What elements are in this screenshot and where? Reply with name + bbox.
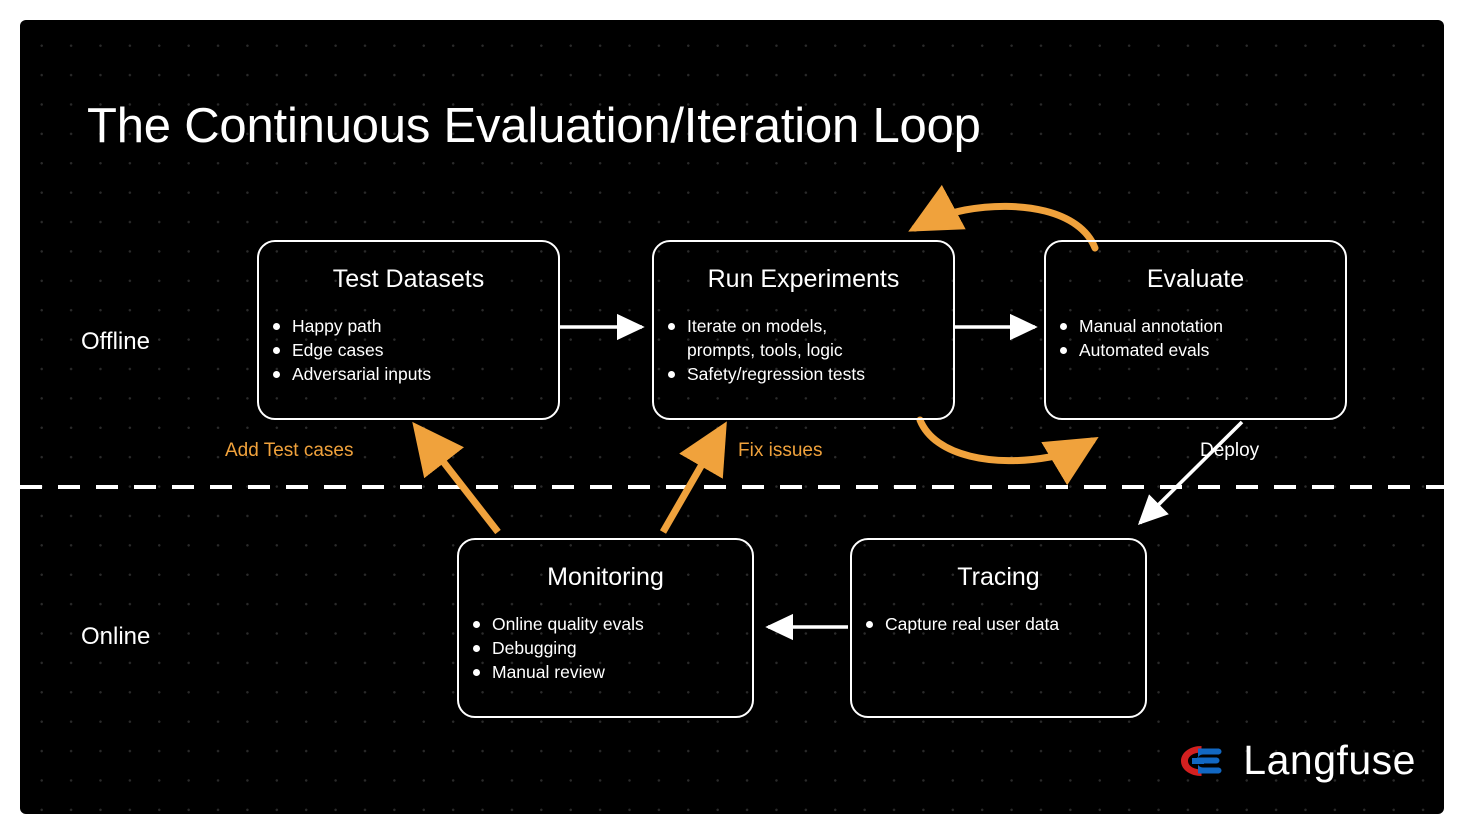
- list-item: Capture real user data: [861, 612, 1145, 636]
- list-item: Manual review: [468, 660, 752, 684]
- node-test-datasets[interactable]: Test Datasets Happy path Edge cases Adve…: [257, 240, 560, 420]
- langfuse-logo-icon: [1181, 745, 1222, 776]
- node-monitoring[interactable]: Monitoring Online quality evals Debuggin…: [457, 538, 754, 718]
- edge-label-deploy: Deploy: [1200, 440, 1260, 461]
- node-bullets-monitoring: Online quality evals Debugging Manual re…: [468, 612, 752, 684]
- edge-add-test-cases-monitoring-to-datasets: [412, 421, 501, 535]
- node-run-experiments[interactable]: Run Experiments Iterate on models, promp…: [652, 240, 955, 420]
- page-title: The Continuous Evaluation/Iteration Loop: [87, 99, 981, 153]
- list-item: Happy path: [268, 314, 558, 338]
- edge-deploy-evaluate-to-tracing: [1137, 420, 1244, 526]
- diagram-canvas: The Continuous Evaluation/Iteration Loop…: [20, 20, 1444, 814]
- node-bullets-evaluate: Manual annotation Automated evals: [1055, 314, 1345, 362]
- node-tracing[interactable]: Tracing Capture real user data: [850, 538, 1147, 718]
- list-item: Safety/regression tests: [663, 362, 953, 386]
- lane-label-offline: Offline: [81, 328, 150, 355]
- list-item: Edge cases: [268, 338, 558, 362]
- edge-loop-experiments-to-evaluate: [916, 416, 1099, 486]
- list-item: Automated evals: [1055, 338, 1345, 362]
- lane-label-online: Online: [81, 623, 151, 650]
- node-bullets-run-experiments: Iterate on models, prompts, tools, logic…: [663, 314, 953, 386]
- list-item: Manual annotation: [1055, 314, 1345, 338]
- brand-name: Langfuse: [1243, 737, 1416, 783]
- node-title-evaluate: Evaluate: [1146, 265, 1245, 293]
- edge-fix-issues-monitoring-to-experiments: [659, 421, 727, 534]
- edge-label-add-test-cases: Add Test cases: [225, 440, 354, 461]
- brand-lockup: Langfuse: [1176, 737, 1416, 784]
- node-title-tracing: Tracing: [957, 563, 1040, 591]
- node-title-run-experiments: Run Experiments: [707, 265, 900, 293]
- node-evaluate[interactable]: Evaluate Manual annotation Automated eva…: [1044, 240, 1347, 420]
- list-item: Iterate on models, prompts, tools, logic: [663, 314, 953, 362]
- node-title-test-datasets: Test Datasets: [332, 265, 485, 293]
- list-item: Online quality evals: [468, 612, 752, 636]
- node-bullets-test-datasets: Happy path Edge cases Adversarial inputs: [268, 314, 558, 386]
- edge-label-fix-issues: Fix issues: [738, 440, 823, 461]
- list-item: Debugging: [468, 636, 752, 660]
- node-bullets-tracing: Capture real user data: [861, 612, 1145, 636]
- node-title-monitoring: Monitoring: [547, 563, 664, 591]
- list-item: Adversarial inputs: [268, 362, 558, 386]
